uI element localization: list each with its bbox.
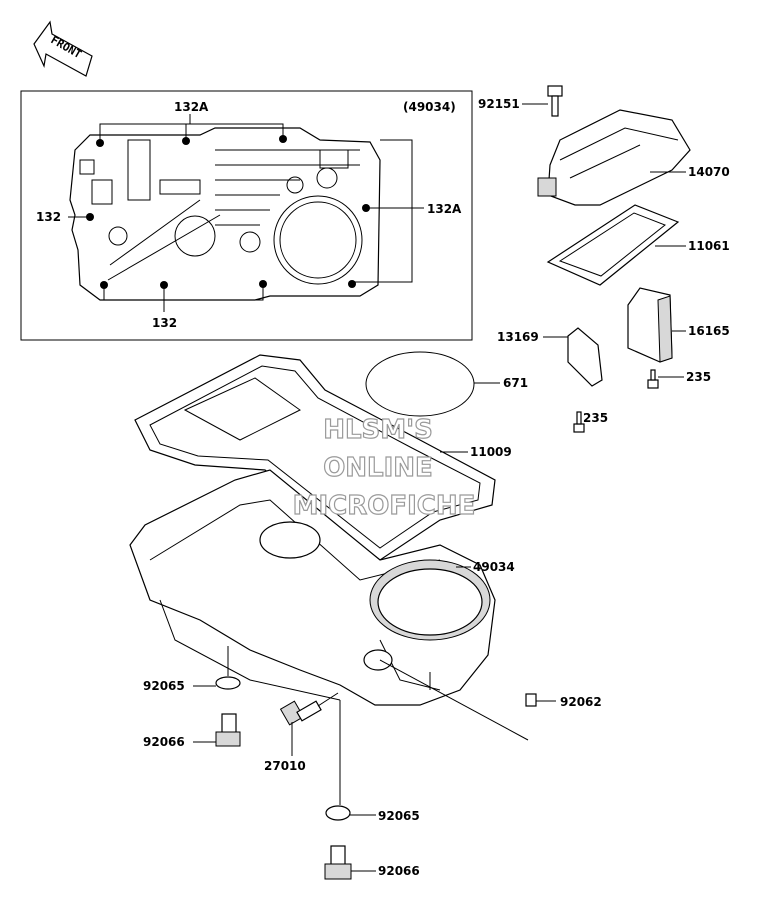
- callout-235-right: 235: [686, 370, 711, 384]
- watermark-line-2: ONLINE: [323, 453, 433, 483]
- watermark-line-3: MICROFICHE: [293, 491, 476, 521]
- callout-671: 671: [503, 376, 528, 390]
- callout-92065-left: 92065: [143, 679, 185, 693]
- inset-oil-pan-top-view: [68, 123, 424, 312]
- washer-92065-left-icon: [215, 676, 241, 690]
- washer-92065-bottom-icon: [325, 805, 351, 821]
- watermark: HLSM'S ONLINE MICROFICHE: [292, 414, 476, 521]
- cover-14070-icon: [537, 109, 691, 206]
- callout-27010: 27010: [264, 759, 306, 773]
- callout-92066-left: 92066: [143, 735, 185, 749]
- o-ring-671-icon: [365, 351, 475, 417]
- callout-49034: 49034: [473, 560, 515, 574]
- front-arrow-icon: FRONT: [33, 20, 93, 77]
- watermark-line-1: HLSM'S: [323, 415, 433, 445]
- callout-13169: 13169: [497, 330, 539, 344]
- bolt-92151-icon: [547, 85, 563, 117]
- callout-92066-bottom: 92066: [378, 864, 420, 878]
- callout-235-lower: 235: [583, 411, 608, 425]
- callout-92151: 92151: [478, 97, 520, 111]
- gasket-11009-icon: [134, 354, 496, 561]
- plug-92062-icon: [525, 693, 537, 707]
- sensor-27010-icon: [279, 700, 322, 726]
- inset-label-132a-top: 132A: [174, 100, 209, 114]
- screw-235-lower-icon: [573, 411, 585, 433]
- inset-ref-label: (49034): [403, 100, 456, 114]
- bolt-92066-left-icon: [215, 713, 241, 747]
- callout-14070: 14070: [688, 165, 730, 179]
- callout-11009: 11009: [470, 445, 512, 459]
- callout-92062: 92062: [560, 695, 602, 709]
- callout-16165: 16165: [688, 324, 730, 338]
- callout-92065-bottom: 92065: [378, 809, 420, 823]
- plate-16165-icon: [627, 287, 673, 363]
- inset-label-132a-right: 132A: [427, 202, 462, 216]
- inset-label-132-bottom: 132: [152, 316, 177, 330]
- inset-label-132-left: 132: [36, 210, 61, 224]
- callout-11061: 11061: [688, 239, 730, 253]
- bolt-92066-bottom-icon: [324, 845, 352, 880]
- bracket-13169-icon: [567, 327, 603, 387]
- gasket-11061-icon: [546, 204, 680, 286]
- screw-235-right-icon: [647, 369, 659, 389]
- oil-pan-49034-icon: [129, 469, 496, 706]
- inset-frame: [20, 90, 473, 341]
